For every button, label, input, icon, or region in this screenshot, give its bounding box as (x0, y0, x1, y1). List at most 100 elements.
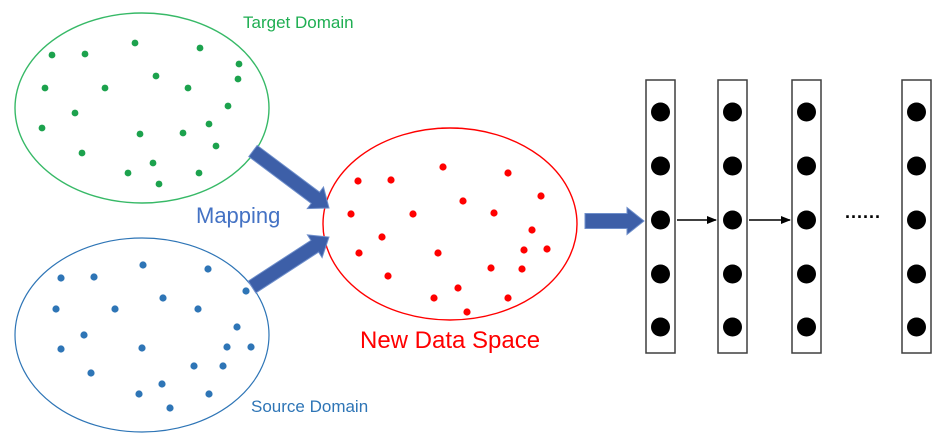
target-domain-label: Target Domain (243, 13, 354, 32)
source-domain-cluster-ellipse (14, 237, 270, 433)
new-data-space-cluster-dot (409, 210, 417, 218)
target-domain-cluster-dot (205, 120, 213, 128)
source-domain-cluster-dot (242, 287, 250, 295)
new-data-space-cluster-dot (378, 233, 386, 241)
source-domain-cluster-dot (233, 323, 241, 331)
source-domain-cluster-dot (158, 380, 166, 388)
new-data-space-cluster-dot (528, 226, 536, 234)
target-domain-cluster-dot (152, 72, 160, 80)
target-domain-cluster-dot (101, 84, 109, 92)
target-domain-cluster-dot (235, 60, 243, 68)
new-data-space-cluster-dot (347, 210, 355, 218)
source-domain-label: Source Domain (251, 397, 369, 416)
mapping-label: Mapping (196, 203, 281, 228)
network-node-layer-1 (651, 210, 670, 230)
new-data-space-cluster-dot (463, 308, 471, 316)
source-domain-cluster-dot (166, 404, 174, 412)
new-data-space-cluster-dot (543, 245, 551, 253)
network-node-layer-2 (723, 210, 742, 230)
network-node-layer-1 (651, 264, 670, 284)
source-domain-cluster-dot (204, 265, 212, 273)
network-node-layer-3 (797, 156, 816, 176)
target-domain-cluster-dot (131, 39, 139, 47)
network-node-layer-3 (797, 210, 816, 230)
network-node-layer-3 (797, 264, 816, 284)
network-node-layer-4 (907, 317, 926, 337)
new-data-space-cluster-dot (504, 169, 512, 177)
network-layer-box-1 (645, 79, 676, 354)
new-data-space-cluster-dot (520, 246, 528, 254)
source-domain-cluster-dot (223, 343, 231, 351)
generated-diagram-shapes (14, 12, 932, 433)
source-domain-cluster-dot (111, 305, 119, 313)
new-data-space-cluster-dot (434, 249, 442, 257)
source-domain-cluster-dot (205, 390, 213, 398)
network-node-layer-4 (907, 264, 926, 284)
target-domain-cluster-dot (234, 75, 242, 83)
network-node-layer-2 (723, 102, 742, 122)
source-domain-cluster-dot (138, 344, 146, 352)
new-data-space-cluster-dot (487, 264, 495, 272)
source-domain-cluster-dot (52, 305, 60, 313)
target-domain-cluster-dot (38, 124, 46, 132)
source-domain-cluster-dot (219, 362, 227, 370)
new-data-space-cluster-dot (430, 294, 438, 302)
target-domain-cluster-dot (195, 169, 203, 177)
network-node-layer-2 (723, 317, 742, 337)
new-data-space-label: New Data Space (360, 327, 541, 354)
network-node-layer-2 (723, 264, 742, 284)
new-data-space-cluster-dot (518, 265, 526, 273)
target-domain-cluster-dot (155, 180, 163, 188)
source-domain-cluster-dot (135, 390, 143, 398)
target-domain-cluster-dot (136, 130, 144, 138)
new-data-space-cluster-dot (384, 272, 392, 280)
new-data-space-cluster-dot (490, 209, 498, 217)
network-node-layer-1 (651, 317, 670, 337)
source-domain-cluster-dot (80, 331, 88, 339)
new-data-space-cluster-dot (387, 176, 395, 184)
new-data-space-cluster-dot (537, 192, 545, 200)
source-domain-cluster-dot (190, 362, 198, 370)
source-domain-cluster-dot (57, 274, 65, 282)
source-domain-cluster-dot (90, 273, 98, 281)
new-data-space-cluster-ellipse (322, 127, 578, 321)
target-domain-cluster-dot (149, 159, 157, 167)
source-domain-cluster-dot (87, 369, 95, 377)
network-node-layer-3 (797, 317, 816, 337)
target-domain-cluster-dot (196, 44, 204, 52)
target-domain-cluster-ellipse (14, 12, 270, 204)
target-domain-cluster-dot (124, 169, 132, 177)
new-data-space-cluster-dot (354, 177, 362, 185)
target-domain-cluster-dot (48, 51, 56, 59)
new-data-space-cluster-dot (459, 197, 467, 205)
source-domain-cluster-dot (247, 343, 255, 351)
source-domain-cluster-dot (139, 261, 147, 269)
target-domain-cluster-dot (179, 129, 187, 137)
hidden-layers-ellipsis: ...... (845, 202, 882, 222)
arrow-newspace-to-network (584, 206, 645, 236)
arrow-source-to-newspace (247, 234, 330, 294)
new-data-space-cluster-dot (504, 294, 512, 302)
network-node-layer-3 (797, 102, 816, 122)
source-domain-cluster-dot (57, 345, 65, 353)
network-node-layer-1 (651, 102, 670, 122)
new-data-space-cluster-dot (439, 163, 447, 171)
target-domain-cluster-dot (224, 102, 232, 110)
network-node-layer-4 (907, 210, 926, 230)
source-domain-cluster-dot (159, 294, 167, 302)
network-node-layer-1 (651, 156, 670, 176)
target-domain-cluster-dot (184, 84, 192, 92)
network-node-layer-4 (907, 156, 926, 176)
new-data-space-cluster-dot (454, 284, 462, 292)
new-data-space-cluster-dot (355, 249, 363, 257)
target-domain-cluster-dot (212, 142, 220, 150)
network-node-layer-2 (723, 156, 742, 176)
network-node-layer-4 (907, 102, 926, 122)
target-domain-cluster-dot (78, 149, 86, 157)
target-domain-cluster-dot (81, 50, 89, 58)
target-domain-cluster-dot (41, 84, 49, 92)
arrow-target-to-newspace (248, 144, 330, 210)
target-domain-cluster-dot (71, 109, 79, 117)
